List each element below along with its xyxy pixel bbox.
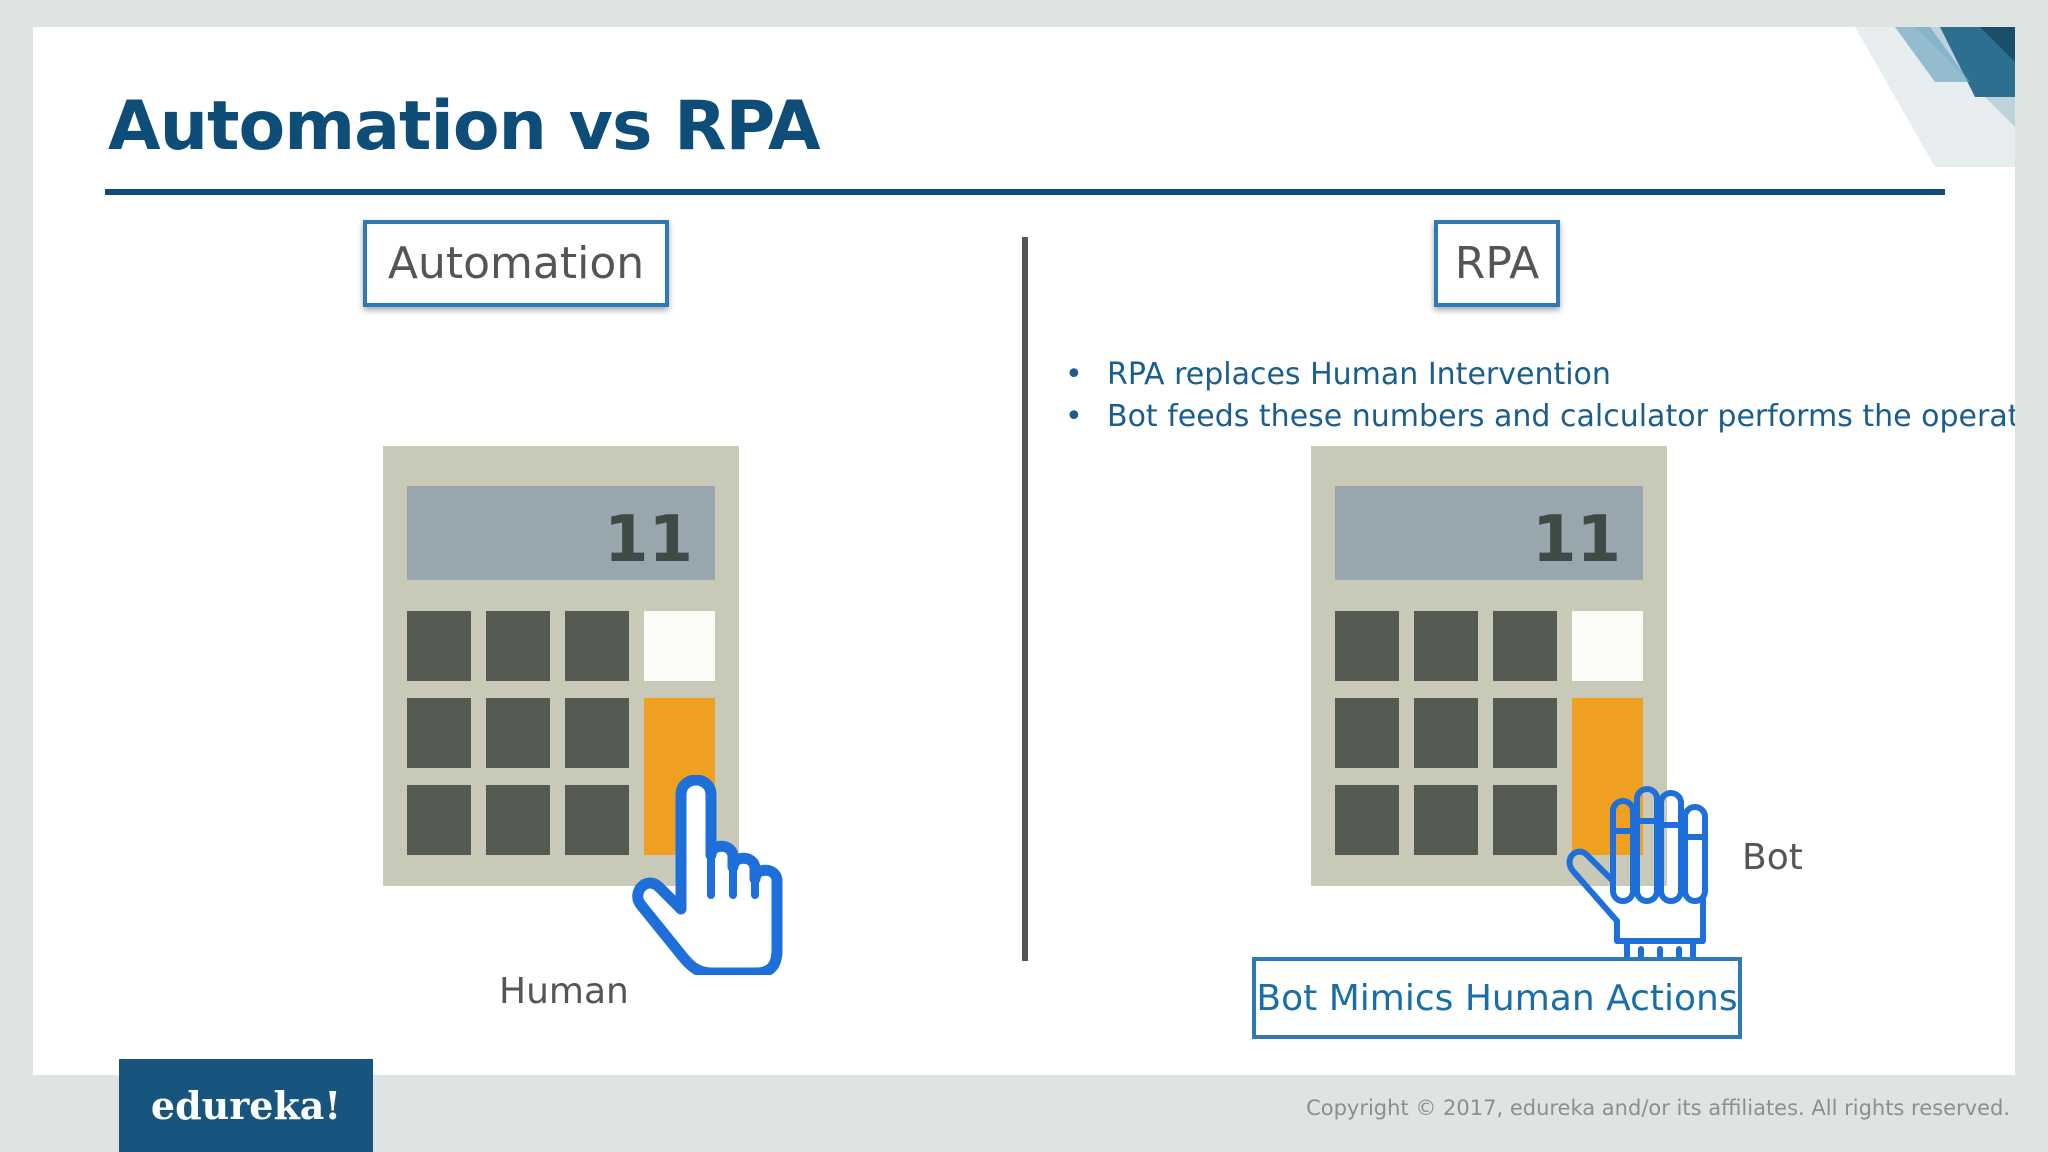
pointing-hand-icon [632, 775, 783, 975]
rpa-bullet-list: RPA replaces Human Intervention Bot feed… [1065, 354, 2015, 438]
human-caption: Human [499, 971, 629, 1012]
corner-decoration [1855, 27, 2015, 167]
copyright-notice: Copyright © 2017, edureka and/or its aff… [1306, 1096, 2010, 1120]
robot-hand-icon [1566, 786, 1708, 971]
slide-title: Automation vs RPA [108, 87, 821, 166]
center-divider [1022, 237, 1028, 961]
rpa-heading-box: RPA [1434, 220, 1560, 307]
calculator-display-value: 11 [604, 503, 693, 577]
slide: Automation vs RPA Automation RPA RPA rep… [33, 27, 2015, 1075]
edureka-logo: edureka! [119, 1059, 373, 1152]
calculator-icon: 11 [383, 446, 739, 886]
bot-mimics-label: Bot Mimics Human Actions [1256, 977, 1738, 1019]
rpa-heading: RPA [1454, 238, 1540, 289]
bot-caption: Bot [1742, 837, 1803, 878]
automation-heading: Automation [387, 238, 645, 289]
calculator-icon: 11 [1311, 446, 1667, 886]
bot-mimics-box: Bot Mimics Human Actions [1252, 957, 1742, 1039]
rpa-bullet: RPA replaces Human Intervention [1065, 354, 2015, 396]
automation-heading-box: Automation [363, 220, 669, 307]
title-underline [105, 189, 1945, 195]
rpa-bullet: Bot feeds these numbers and calculator p… [1065, 396, 2015, 438]
calculator-display-value: 11 [1532, 503, 1621, 577]
